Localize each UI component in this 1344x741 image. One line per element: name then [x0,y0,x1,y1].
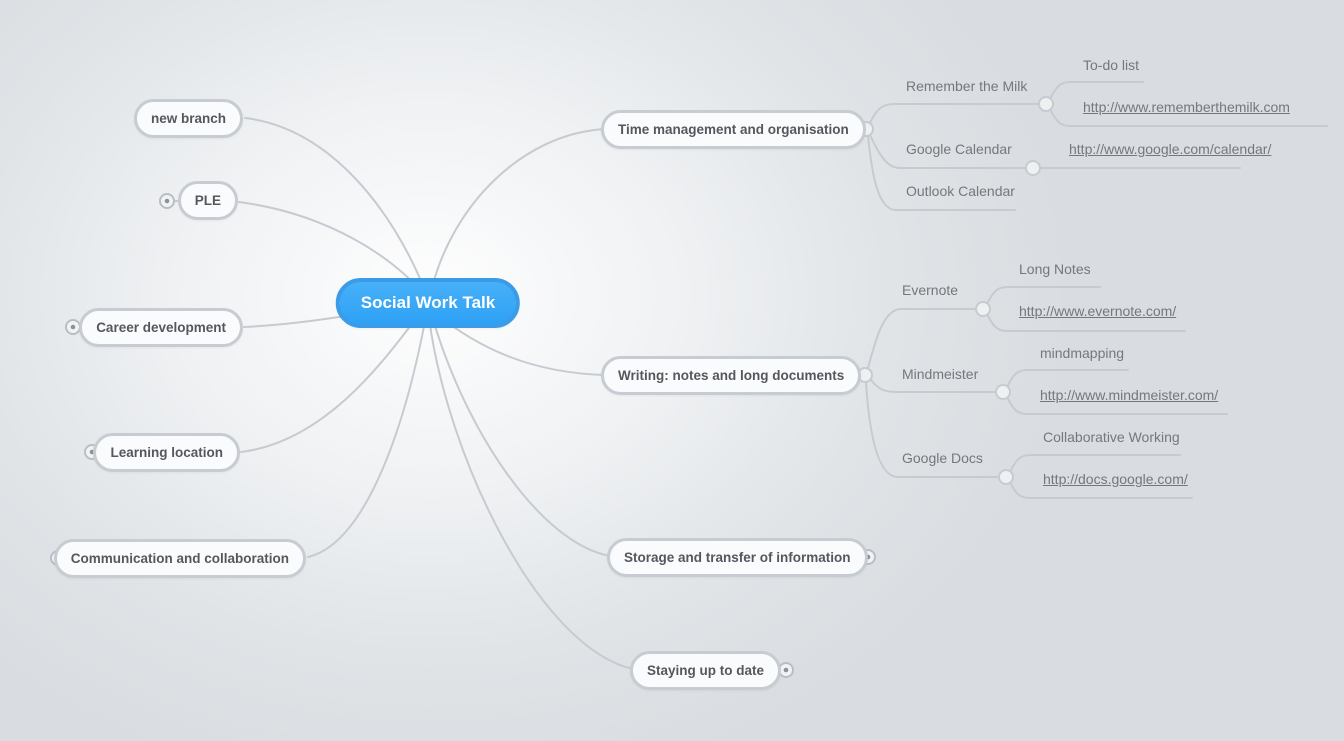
node-long-notes[interactable]: Long Notes [1019,261,1091,277]
link-google-calendar[interactable]: http://www.google.com/calendar/ [1069,141,1272,157]
wire-todo-list [1049,81,1144,100]
wire-long-notes [986,286,1101,305]
node-remember-the-milk[interactable]: Remember the Milk [906,78,1028,94]
node-time-management[interactable]: Time management and organisation [601,110,866,149]
wire-mindmeister [870,379,997,393]
wire-collaborative-working [1009,454,1181,473]
node-evernote[interactable]: Evernote [902,282,959,298]
fork-circle-google-docs[interactable] [998,469,1014,485]
fork-circle-mindmeister[interactable] [995,384,1011,400]
branch-line-new-branch [244,117,425,289]
link-mindmeister[interactable]: http://www.mindmeister.com/ [1040,387,1219,403]
collapsed-branch-icon-staying[interactable] [778,662,794,678]
wire-google-docs [865,381,1000,478]
node-mindmeister[interactable]: Mindmeister [902,366,979,382]
node-mindmapping[interactable]: mindmapping [1040,345,1125,361]
wire-evernote-link [986,313,1186,332]
node-outlook-calendar[interactable]: Outlook Calendar [906,183,1015,199]
fork-circle-rtm[interactable] [1038,96,1054,112]
wire-remember-the-milk [869,103,1040,124]
link-rememberthemilk[interactable]: http://www.rememberthemilk.com [1083,99,1290,115]
wire-mindmeister-link [1006,396,1228,415]
fork-circle-evernote[interactable] [975,301,991,317]
node-learning-location[interactable]: Learning location [93,433,240,472]
node-collaborative-working[interactable]: Collaborative Working [1043,429,1180,445]
node-writing-notes[interactable]: Writing: notes and long documents [601,356,862,395]
branch-line-time [431,128,606,289]
node-storage-and-transfer[interactable]: Storage and transfer of information [607,538,868,577]
node-staying-up-to-date[interactable]: Staying up to date [630,651,782,690]
wire-rtm-link [1049,108,1328,127]
node-todo-list[interactable]: To-do list [1083,57,1140,73]
wire-google-docs-link [1009,481,1193,499]
node-career-development[interactable]: Career development [79,308,243,347]
fork-circle-gcal[interactable] [1025,160,1041,176]
node-google-calendar[interactable]: Google Calendar [906,141,1012,157]
branch-line-staying [428,317,634,670]
wire-evernote [867,308,977,369]
branch-line-communication [307,315,427,558]
node-ple[interactable]: PLE [177,181,238,220]
wire-outlook-calendar [867,135,1016,211]
link-evernote[interactable]: http://www.evernote.com/ [1019,303,1177,319]
collapsed-branch-icon-ple[interactable] [159,193,175,209]
root-node[interactable]: Social Work Talk [335,278,521,328]
branch-line-storage [431,315,611,557]
node-google-docs[interactable]: Google Docs [902,450,983,466]
wire-mindmapping [1006,369,1129,388]
collapsed-branch-icon-career[interactable] [65,319,81,335]
link-google-docs[interactable]: http://docs.google.com/ [1043,471,1188,487]
node-communication-and-collaboration[interactable]: Communication and collaboration [53,539,306,578]
wire-google-calendar [869,134,1027,169]
node-new-branch[interactable]: new branch [133,99,243,138]
